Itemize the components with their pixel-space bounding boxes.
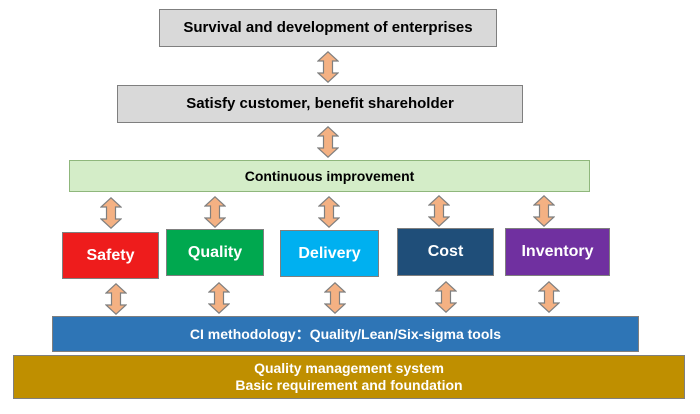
- pillar-delivery-label: Delivery: [298, 244, 361, 262]
- double-arrow-icon: [533, 195, 555, 227]
- double-arrow-icon: [318, 196, 340, 228]
- box-ci-methodology: CI methodology：Quality/Lean/Six-sigma to…: [52, 316, 639, 352]
- pillar-cost-label: Cost: [427, 243, 464, 261]
- double-arrow-icon: [435, 281, 457, 313]
- box-ci-methodology-label: CI methodology：Quality/Lean/Six-sigma to…: [189, 325, 502, 342]
- box-foundation-line1: Quality management system: [254, 360, 444, 377]
- double-arrow-icon: [105, 283, 127, 315]
- pillar-cost: Cost: [397, 228, 494, 276]
- double-arrow-icon: [317, 51, 339, 83]
- double-arrow-icon: [208, 282, 230, 314]
- double-arrow-icon: [538, 281, 560, 313]
- double-arrow-icon: [100, 197, 122, 229]
- pillar-safety-label: Safety: [86, 246, 135, 264]
- box-satisfy-customer-label: Satisfy customer, benefit shareholder: [186, 95, 454, 112]
- box-survival-development-label: Survival and development of enterprises: [183, 19, 473, 36]
- pillar-inventory: Inventory: [505, 228, 610, 276]
- box-continuous-improvement: Continuous improvement: [69, 160, 590, 192]
- box-survival-development: Survival and development of enterprises: [159, 9, 497, 47]
- box-satisfy-customer: Satisfy customer, benefit shareholder: [117, 85, 523, 123]
- double-arrow-icon: [324, 282, 346, 314]
- pillar-quality: Quality: [166, 229, 264, 276]
- box-foundation: Quality management system Basic requirem…: [13, 355, 685, 399]
- pillar-delivery: Delivery: [280, 230, 379, 277]
- double-arrow-icon: [317, 126, 339, 158]
- pillar-quality-label: Quality: [187, 243, 243, 261]
- double-arrow-icon: [428, 195, 450, 227]
- pillar-inventory-label: Inventory: [521, 243, 594, 261]
- box-foundation-line2: Basic requirement and foundation: [235, 377, 463, 393]
- double-arrow-icon: [204, 196, 226, 228]
- pillar-safety: Safety: [62, 232, 159, 279]
- box-continuous-improvement-label: Continuous improvement: [244, 167, 415, 184]
